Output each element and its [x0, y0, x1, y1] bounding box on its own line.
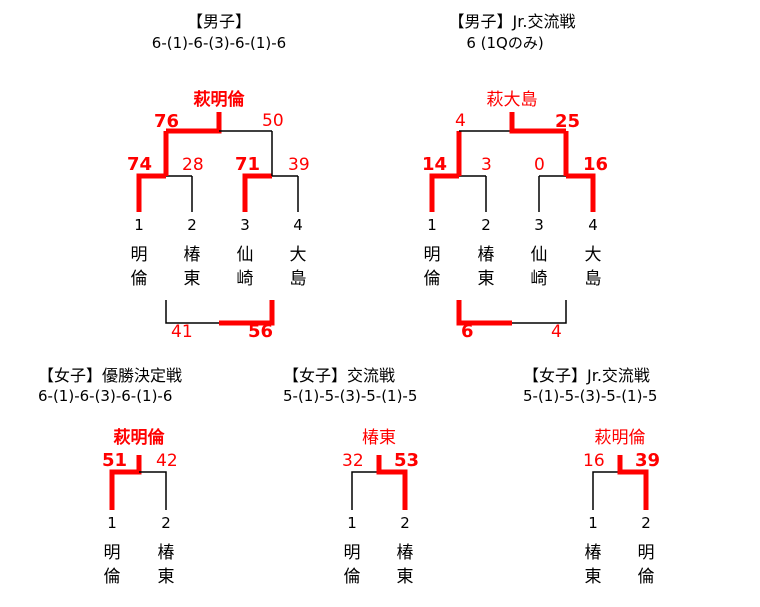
boysjr-team-4: 大島 [584, 245, 602, 289]
boys-team-3: 仙崎 [236, 245, 254, 289]
ge-team-2: 椿東 [396, 543, 414, 587]
boys-semi2-left-score: 71 [235, 154, 261, 175]
gj-team-1: 椿東 [584, 543, 602, 587]
boysjr-seed-4: 4 [588, 216, 598, 234]
boysjr-team-1: 明倫 [423, 245, 441, 289]
gf-seed-1: 1 [107, 514, 117, 532]
gf-format: 6-(1)-6-(3)-6-(1)-6 [38, 387, 173, 405]
boysjr-semi1-left-score: 14 [422, 154, 448, 175]
gj-champion: 萩明倫 [594, 428, 646, 448]
gf-right-score: 42 [156, 451, 178, 471]
gj-right-score: 39 [635, 450, 661, 471]
ge-format: 5-(1)-5-(3)-5-(1)-5 [283, 387, 418, 405]
boysjr-champion: 萩大島 [486, 90, 538, 110]
girls-exchange-bracket-lines [351, 455, 408, 510]
boys-seed-4: 4 [293, 216, 303, 234]
ge-team-1: 明倫 [343, 543, 361, 587]
girls-final-bracket-lines [109, 455, 167, 510]
boysjr-third-loser-path [512, 300, 567, 324]
gf-seed-2: 2 [161, 514, 171, 532]
gf-team-2: 椿東 [157, 543, 175, 587]
gf-team-1: 明倫 [103, 543, 121, 587]
boys-seed-3: 3 [240, 216, 250, 234]
gf-left-score: 51 [102, 450, 128, 471]
boysjr-title: 【男子】Jr.交流戦 [448, 12, 576, 31]
ge-seed-1: 1 [347, 514, 357, 532]
boys-third-loser-path [165, 300, 219, 324]
gf-title: 【女子】優勝決定戦 [38, 366, 183, 385]
boys-seed-2: 2 [187, 216, 197, 234]
boysjr-third-right-score: 4 [551, 322, 562, 342]
gj-title: 【女子】Jr.交流戦 [523, 366, 650, 385]
boysjr-semi1-winner-path [429, 173, 459, 212]
boysjr-semi2-left-score: 0 [534, 155, 545, 175]
gj-seed-1: 1 [588, 514, 598, 532]
boysjr-semi2-right-score: 16 [583, 154, 609, 175]
boys-seed-1: 1 [134, 216, 144, 234]
boysjr-semi1-right-score: 3 [481, 155, 492, 175]
ge-champion: 椿東 [362, 428, 396, 448]
gj-format: 5-(1)-5-(3)-5-(1)-5 [523, 387, 658, 405]
boysjr-third-winner-path [456, 300, 512, 326]
boys-final-right-score: 50 [262, 111, 284, 131]
ge-title: 【女子】交流戦 [283, 366, 396, 385]
boys-semi1-winner-path [136, 173, 166, 212]
boys-jr-bracket-lines [429, 112, 596, 326]
boys-third-winner-path [219, 300, 275, 326]
boysjr-format: 6 (1Qのみ) [466, 34, 544, 52]
boysjr-team-3: 仙崎 [530, 245, 548, 289]
boysjr-final-winner-path [509, 112, 566, 134]
ge-winner-path [376, 455, 408, 510]
boysjr-final-right-score: 25 [555, 111, 581, 132]
ge-left-score: 32 [342, 451, 364, 471]
boys-champion: 萩明倫 [193, 90, 245, 110]
gj-left-score: 16 [583, 451, 605, 471]
boys-semi2-right-score: 39 [288, 155, 310, 175]
ge-right-score: 53 [394, 450, 420, 471]
boys-semi1-right-score: 28 [182, 155, 204, 175]
boys-team-4: 大島 [289, 245, 307, 289]
boys-semi1-left-score: 74 [127, 154, 153, 175]
boysjr-team-2: 椿東 [477, 245, 495, 289]
ge-seed-2: 2 [400, 514, 410, 532]
girls-jr-bracket-lines [592, 455, 649, 510]
boys-third-left-score: 41 [171, 322, 193, 342]
boys-bracket-lines [136, 112, 299, 326]
boys-final-left-score: 76 [154, 111, 180, 132]
gj-seed-2: 2 [641, 514, 651, 532]
gf-winner-path [109, 455, 142, 510]
boysjr-seed-3: 3 [534, 216, 544, 234]
boys-title: 【男子】 [186, 12, 252, 31]
boysjr-seed-2: 2 [481, 216, 491, 234]
boysjr-final-left-score: 4 [455, 111, 466, 131]
boys-team-2: 椿東 [183, 245, 201, 289]
gj-loser-path [592, 471, 620, 510]
boys-format: 6-(1)-6-(3)-6-(1)-6 [151, 34, 287, 52]
boysjr-third-left-score: 6 [461, 321, 474, 342]
boysjr-semi2-winner-path [566, 173, 596, 212]
boysjr-seed-1: 1 [427, 216, 437, 234]
boys-team-1: 明倫 [130, 245, 148, 289]
boys-third-right-score: 56 [248, 321, 274, 342]
gj-team-2: 明倫 [637, 543, 655, 587]
gj-winner-path [617, 455, 649, 510]
gf-loser-path [139, 471, 167, 510]
ge-loser-path [351, 471, 379, 510]
gf-champion: 萩明倫 [113, 428, 165, 448]
boys-semi2-winner-path [242, 173, 272, 212]
